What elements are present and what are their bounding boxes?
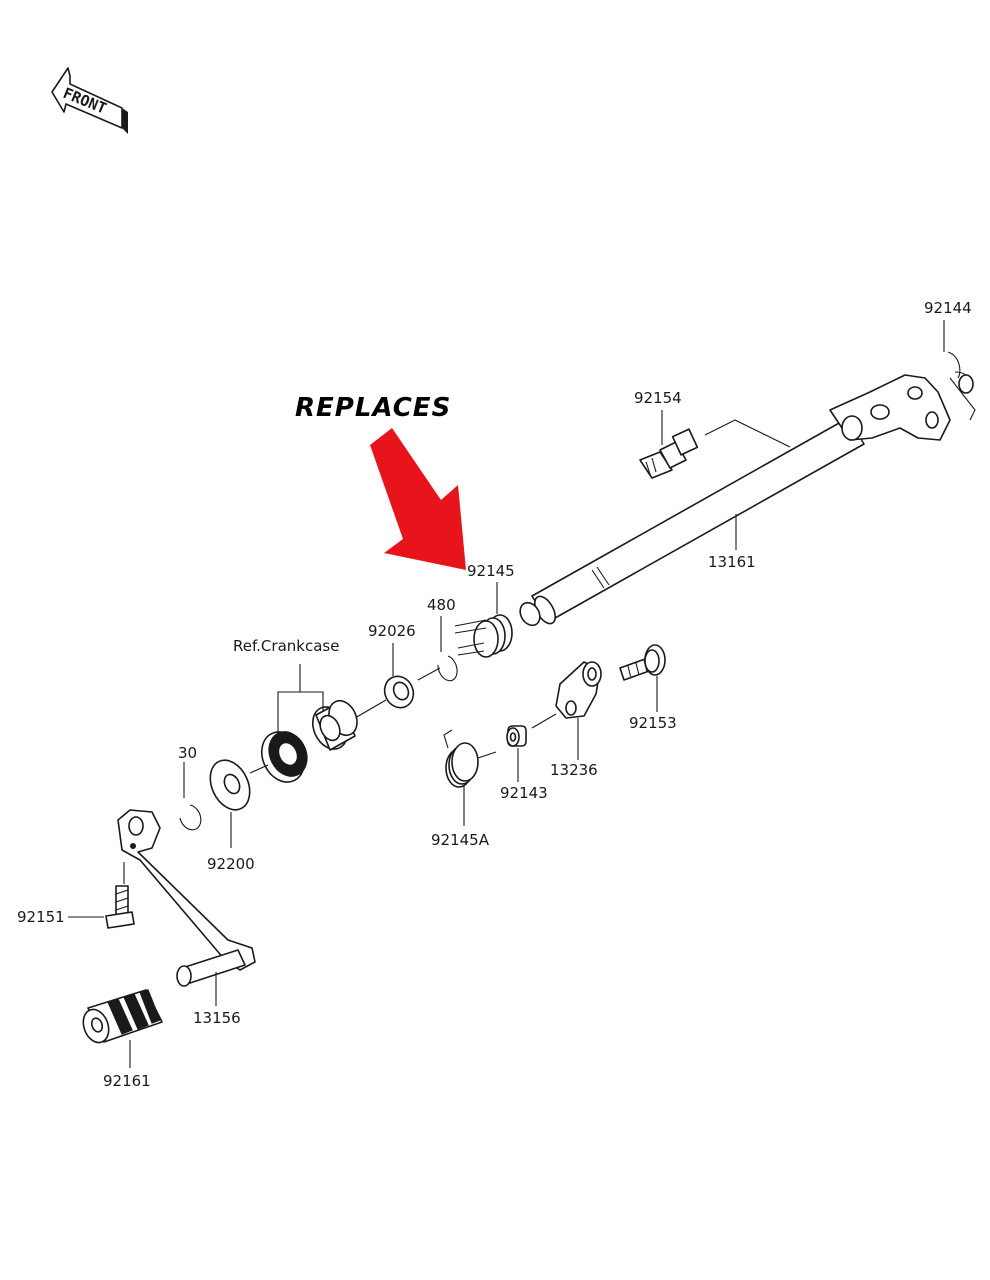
washer-92200 [209,759,251,811]
washer-92026 [383,675,415,709]
circlip-30 [179,804,202,831]
label-92145a: 92145A [431,831,490,849]
replaces-red-arrow [370,428,466,570]
bolt-92154 [639,428,699,479]
bolt-92153 [619,644,666,681]
shift-shaft-13161 [519,351,976,627]
lever-13236 [555,661,602,719]
label-480: 480 [427,596,456,614]
label-92144: 92144 [924,299,972,317]
shift-pedal-13156 [117,809,256,987]
label-92145: 92145 [467,562,515,580]
needle-bearing [311,699,358,751]
spring-92145a [443,729,497,788]
label-92154: 92154 [634,389,682,407]
label-30: 30 [178,744,197,762]
oil-seal [261,731,308,783]
collar-92143 [506,725,527,747]
label-92026: 92026 [368,622,416,640]
label-13236: 13236 [550,761,598,779]
label-92200: 92200 [207,855,255,873]
spring-92145 [454,614,513,658]
label-13161: 13161 [708,553,756,571]
bolt-92151 [105,885,135,929]
footpeg-rubber-92161 [82,989,163,1044]
label-92153: 92153 [629,714,677,732]
circlip-480 [437,655,458,682]
label-92151: 92151 [17,908,65,926]
label-13156: 13156 [193,1009,241,1027]
label-92143: 92143 [500,784,548,802]
front-direction-arrow: FRONT [51,67,128,134]
label-92161: 92161 [103,1072,151,1090]
label-ref-crankcase: Ref.Crankcase [233,637,339,655]
replaces-callout-text: REPLACES [295,393,451,423]
